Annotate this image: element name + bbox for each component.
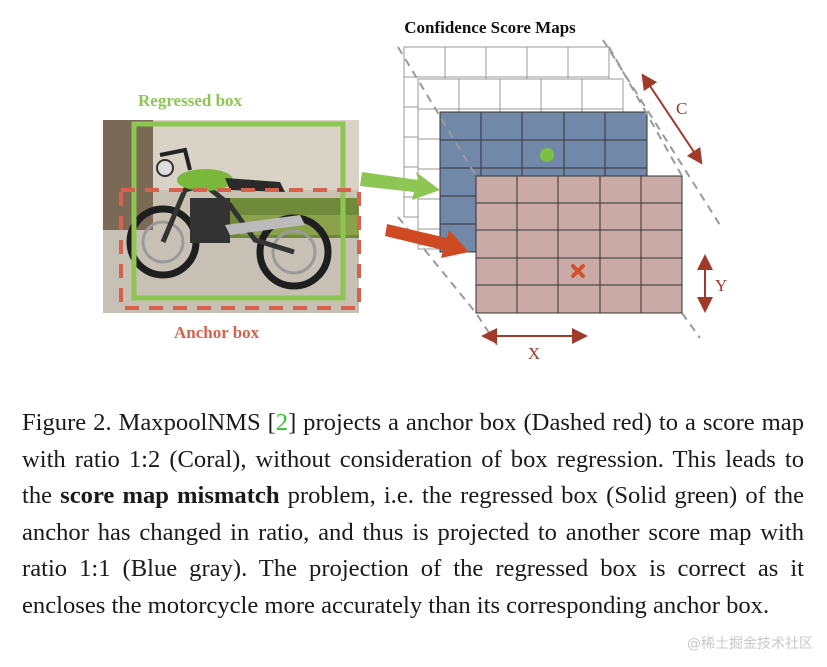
caption-prefix: Figure 2. MaxpoolNMS [	[22, 409, 276, 436]
anchor-projection-cross	[571, 264, 585, 278]
motorcycle-photo	[103, 120, 359, 313]
regressed-box	[131, 121, 346, 301]
c-axis-arrow	[641, 73, 703, 165]
x-axis-label: X	[528, 344, 540, 363]
anchor-box-label: Anchor box	[174, 323, 260, 342]
coral-score-map	[475, 175, 683, 314]
caption-bold-term: score map mismatch	[60, 482, 280, 510]
figure-caption: Figure 2. MaxpoolNMS [2] projects a anch…	[22, 405, 804, 625]
score-maps-title: Confidence Score Maps	[404, 18, 576, 37]
caption-text-2: problem, i.e. the regressed box (Solid g…	[22, 482, 804, 619]
figure: Confidence Score Maps Regressed box Anch…	[103, 18, 727, 363]
red-projection-arrow	[385, 224, 469, 258]
watermark: @稀土掘金技术社区	[687, 636, 813, 652]
green-projection-arrow	[360, 172, 440, 200]
citation-link[interactable]: 2	[275, 409, 289, 436]
anchor-box	[119, 188, 361, 310]
c-axis-label: C	[676, 99, 687, 118]
regressed-box-label: Regressed box	[138, 91, 243, 110]
y-axis-label: Y	[715, 276, 727, 295]
regressed-projection-dot	[540, 148, 554, 162]
caption-text-1: ] projects a anchor box (Dashed red) to …	[22, 409, 804, 510]
